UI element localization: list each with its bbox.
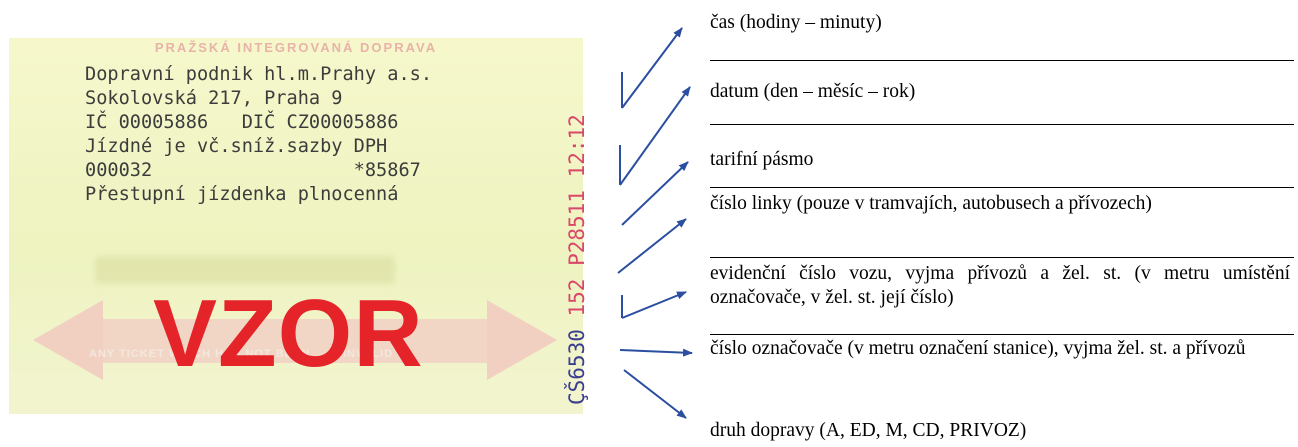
- label-line-number: číslo linky (pouze v tramvajích, autobus…: [710, 193, 1152, 214]
- ticket-banner: [101, 319, 491, 363]
- label-vehicle-number: evidenční číslo vozu, vyjma přívozů a že…: [710, 263, 1290, 308]
- invalid-notice: ANY TICKET WHICH HAS NOT BEEN ...S INVAL…: [89, 348, 394, 360]
- ticket-text: Dopravní podnik hl.m.Prahy a.s. Sokolovs…: [85, 63, 432, 207]
- banner-arrow-right: [487, 300, 557, 380]
- ticket-line: 000032 *85867: [85, 160, 421, 181]
- watermark-vzor: VZOR: [153, 280, 424, 387]
- ticket-line: Sokolovská 217, Praha 9: [85, 88, 343, 109]
- divider: [710, 124, 1294, 125]
- arrow-vehicle: [621, 291, 687, 319]
- label-date: datum (den – měsíc – rok): [710, 81, 916, 102]
- label-transport-type: druh dopravy (A, ED, M, CD, PRIVOZ): [710, 420, 1027, 441]
- arrow-validator: [619, 348, 693, 357]
- arrow-time: [621, 27, 683, 109]
- divider: [710, 187, 1294, 188]
- arrow-transport-type: [623, 369, 687, 419]
- ticket-line: Dopravní podnik hl.m.Prahy a.s.: [85, 64, 433, 85]
- arrow-zone: [621, 161, 689, 226]
- banner-arrow-left: [33, 300, 103, 380]
- label-validator-number: číslo označovače (v metru označení stani…: [710, 338, 1246, 359]
- blurred-validity-text: [95, 256, 395, 284]
- ticket-line: Přestupní jízdenka plnocenná: [85, 184, 399, 205]
- ticket-line: IČ 00005886 DIČ CZ00005886: [85, 112, 399, 133]
- divider: [710, 257, 1294, 258]
- ticket-image: PRAŽSKÁ INTEGROVANÁ DOPRAVA Dopravní pod…: [9, 38, 583, 414]
- arrow-date: [619, 86, 691, 186]
- divider: [710, 60, 1294, 61]
- label-time: čas (hodiny – minuty): [710, 12, 882, 33]
- divider: [710, 334, 1294, 335]
- ticket-header: PRAŽSKÁ INTEGROVANÁ DOPRAVA: [154, 40, 438, 55]
- label-zone: tarifní pásmo: [710, 149, 814, 170]
- arrow-line-number: [617, 218, 687, 274]
- ticket-line: Jízdné je vč.sníž.sazby DPH: [85, 136, 388, 157]
